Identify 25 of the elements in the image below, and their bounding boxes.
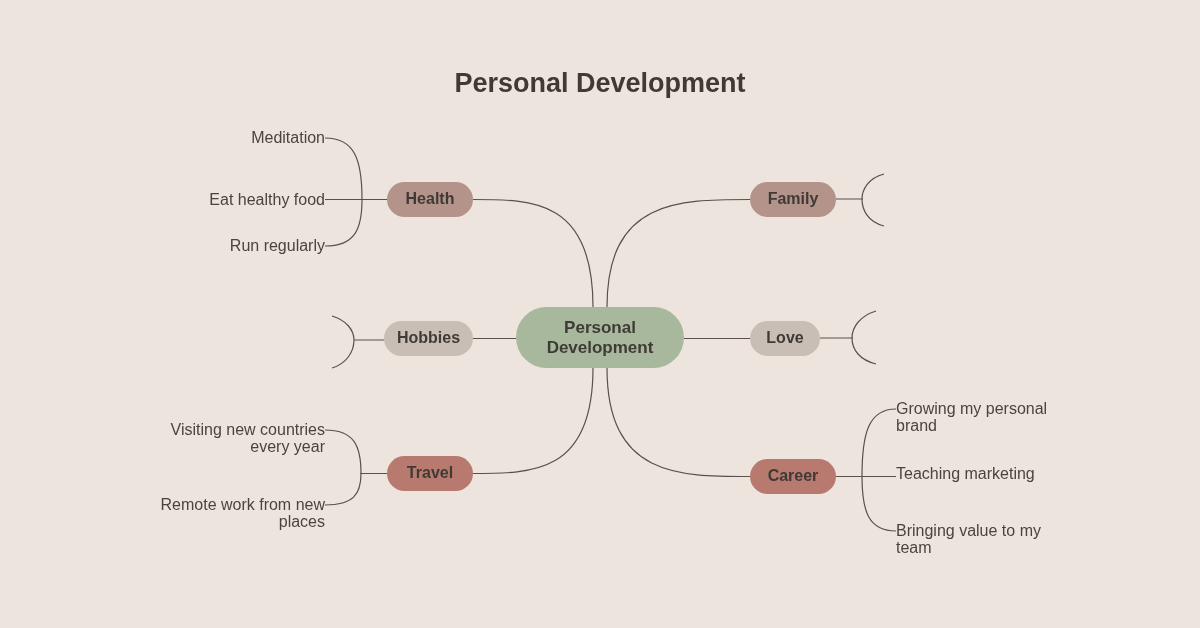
branch-topic-pill: Love: [750, 321, 820, 356]
connector-line: [324, 198, 388, 247]
diagram-title: Personal Development: [453, 68, 747, 99]
connector-line: [606, 367, 751, 478]
branch-topic-pill: Career: [750, 459, 836, 494]
topic-text: Teaching marketing: [896, 463, 1076, 485]
branch-topic-pill: Hobbies: [384, 321, 473, 356]
branch-topic-pill: Travel: [387, 456, 473, 491]
connector-line: [324, 472, 388, 506]
central-topic-pill: Personal Development: [516, 307, 684, 368]
topic-text: Run regularly: [145, 235, 325, 257]
branch-topic-pill: Health: [387, 182, 473, 217]
topic-text: Visiting new countries every year: [145, 419, 325, 457]
connector-line: [472, 367, 594, 475]
connector-line: [472, 198, 594, 308]
connector-line: [606, 198, 751, 308]
topic-text: Remote work from new places: [145, 494, 325, 532]
topic-text: Bringing value to my team: [896, 520, 1076, 558]
topic-text: Growing my personal brand: [896, 398, 1076, 436]
connector-line: [683, 337, 751, 340]
branch-topic-pill: Family: [750, 182, 836, 217]
topic-text: Meditation: [145, 127, 325, 149]
connector-line: [472, 337, 517, 340]
topic-text: Eat healthy food: [145, 189, 325, 211]
connector-line: [835, 475, 897, 532]
